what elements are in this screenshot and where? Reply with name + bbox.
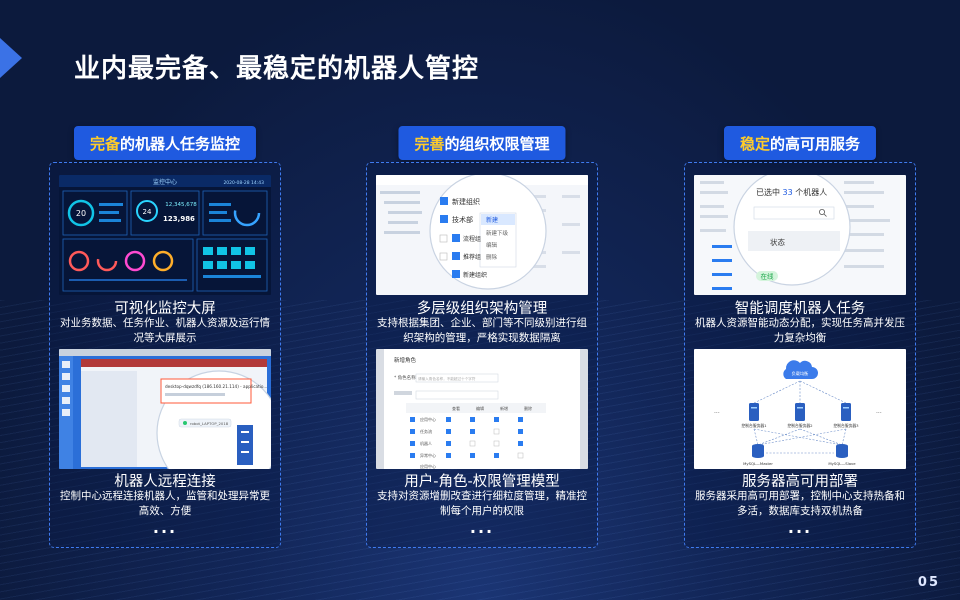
org-root: 新建组织 bbox=[452, 197, 480, 206]
cloud-icon bbox=[783, 360, 818, 379]
dispatch-status: 在线 bbox=[761, 272, 775, 281]
page-title: 业内最完备、最稳定的机器人管控 bbox=[74, 54, 480, 84]
ha-ellipsis-left: ··· bbox=[714, 410, 720, 417]
role-row-4: 应用中心 bbox=[420, 463, 436, 469]
column-panel: 新建组织 技术部 新建 新建下级 编辑 删除 流程组 推荐组 新建组织 多层级组… bbox=[366, 162, 598, 548]
org-menu-0[interactable]: 新建 bbox=[486, 216, 498, 224]
header-highlight: 稳定 bbox=[739, 134, 770, 153]
org-dept4: 新建组织 bbox=[463, 271, 487, 279]
ha-lb: 负载均衡 bbox=[792, 370, 809, 377]
column-panel: 监控中心 2020-08-28 14:43 20 24 12,345,678 1… bbox=[49, 162, 281, 548]
header-rest: 的机器人任务监控 bbox=[120, 134, 241, 153]
header-rest: 的高可用服务 bbox=[770, 134, 861, 153]
header-rest: 的组织权限管理 bbox=[444, 134, 550, 153]
corner-triangle-icon bbox=[0, 38, 22, 78]
role-row-0: 应用中心 bbox=[420, 416, 436, 422]
org-screenshot: 新建组织 技术部 新建 新建下级 编辑 删除 流程组 推荐组 新建组织 bbox=[376, 175, 588, 295]
page-number: 05 bbox=[917, 575, 940, 590]
column-panel: 已选中 33 个机器人 状态 在线 智能调度机器人任务 机器人资源智能动态分配，… bbox=[684, 162, 916, 548]
dispatch-col: 状态 bbox=[770, 237, 785, 247]
header-highlight: 完备 bbox=[89, 134, 120, 153]
header-highlight: 完善 bbox=[414, 134, 445, 153]
dashboard-n4: 123,986 bbox=[163, 215, 195, 223]
more-indicator: ... bbox=[469, 518, 495, 537]
role-row-1: 任务流 bbox=[420, 428, 432, 434]
role-col-3: 删除 bbox=[524, 405, 532, 411]
caption-remote-connect: 机器人远程连接 bbox=[114, 474, 216, 490]
database-icons bbox=[752, 444, 848, 458]
role-row-2: 机器人 bbox=[420, 440, 432, 446]
more-indicator: ... bbox=[787, 518, 813, 537]
caption-dispatch: 智能调度机器人任务 bbox=[734, 301, 866, 317]
dashboard-screenshot: 监控中心 2020-08-28 14:43 20 24 12,345,678 1… bbox=[59, 175, 271, 295]
org-menu-1[interactable]: 新建下级 bbox=[486, 229, 509, 237]
ha-server-1: 控制台服务器2 bbox=[787, 423, 813, 428]
dispatch-screenshot: 已选中 33 个机器人 状态 在线 bbox=[694, 175, 906, 295]
dashboard-n2: 24 bbox=[143, 208, 152, 216]
more-indicator: ... bbox=[152, 518, 178, 537]
desc-org-structure: 支持根据集团、企业、部门等不同级别进行组织架构的管理，严格实现数据隔离 bbox=[377, 317, 587, 344]
dispatch-count: 33 bbox=[783, 188, 793, 197]
role-placeholder: 请输入角色名称，不能超过十个字符 bbox=[418, 376, 476, 381]
org-dept3: 推荐组 bbox=[463, 253, 481, 261]
role-row-3: 异常中心 bbox=[420, 452, 436, 458]
caption-monitor-screen: 可视化监控大屏 bbox=[114, 301, 216, 317]
desc-role-model: 支持对资源增删改查进行细粒度管理，精准控制每个用户的权限 bbox=[377, 490, 587, 517]
org-menu-3[interactable]: 删除 bbox=[486, 253, 498, 261]
dashboard-header: 监控中心 bbox=[153, 178, 177, 186]
role-screenshot: 新增角色 * 角色名称 请输入角色名称，不能超过十个字符 查看 编辑 新增 删除… bbox=[376, 349, 588, 469]
caption-org-structure: 多层级组织架构管理 bbox=[416, 301, 548, 317]
dashboard-n3: 12,345,678 bbox=[165, 202, 197, 208]
role-header: 新增角色 bbox=[394, 356, 417, 364]
role-label: * 角色名称 bbox=[394, 374, 416, 381]
org-dept2: 流程组 bbox=[463, 235, 481, 243]
org-dept1: 技术部 bbox=[452, 215, 473, 224]
svg-text:已选中 33 个机器人: 已选中 33 个机器人 bbox=[756, 187, 827, 197]
org-menu-2[interactable]: 编辑 bbox=[486, 241, 498, 249]
dashboard-n1: 20 bbox=[76, 209, 86, 218]
role-col-0: 查看 bbox=[452, 405, 460, 411]
ha-db2: MySQL—Slave bbox=[828, 461, 856, 466]
desc-remote-connect: 控制中心远程连接机器人，监管和处理异常更高效、方便 bbox=[60, 490, 270, 517]
ha-db1: MySQL—Master bbox=[743, 461, 773, 466]
ha-screenshot: 负载均衡 ··· ··· 控制台服务器1 控制台服务器2 控制台服务器3 bbox=[694, 349, 906, 469]
dispatch-prefix: 已选中 bbox=[756, 187, 780, 197]
search-icon[interactable] bbox=[819, 209, 826, 216]
remote-link: desktop-dqwzdfq (186.160.21.114) - appli… bbox=[165, 384, 267, 389]
ha-server-0: 控制台服务器1 bbox=[741, 423, 767, 428]
caption-role-model: 用户-角色-权限管理模型 bbox=[404, 474, 560, 490]
ha-server-2: 控制台服务器3 bbox=[833, 423, 859, 428]
desc-dispatch: 机器人资源智能动态分配，实现任务高并发压力复杂均衡 bbox=[695, 317, 905, 344]
dispatch-suffix: 个机器人 bbox=[795, 187, 827, 197]
column-header: 稳定的高可用服务 bbox=[723, 126, 877, 160]
ha-ellipsis-right: ··· bbox=[876, 410, 882, 417]
remote-screenshot: desktop-dqwzdfq (186.160.21.114) - appli… bbox=[59, 349, 271, 469]
caption-ha-deploy: 服务器高可用部署 bbox=[742, 474, 858, 490]
desc-ha-deploy: 服务器采用高可用部署，控制中心支持热备和多活，数据库支持双机热备 bbox=[695, 490, 905, 517]
column-header: 完善的组织权限管理 bbox=[398, 126, 566, 160]
column-header: 完备的机器人任务监控 bbox=[73, 126, 257, 160]
role-col-2: 新增 bbox=[500, 405, 508, 411]
desc-monitor-screen: 对业务数据、任务作业、机器人资源及运行情况等大屏展示 bbox=[60, 317, 270, 344]
role-col-1: 编辑 bbox=[476, 405, 484, 411]
dashboard-time: 2020-08-28 14:43 bbox=[223, 180, 264, 186]
remote-status: robot_LAPTOP_2018 bbox=[190, 421, 229, 426]
